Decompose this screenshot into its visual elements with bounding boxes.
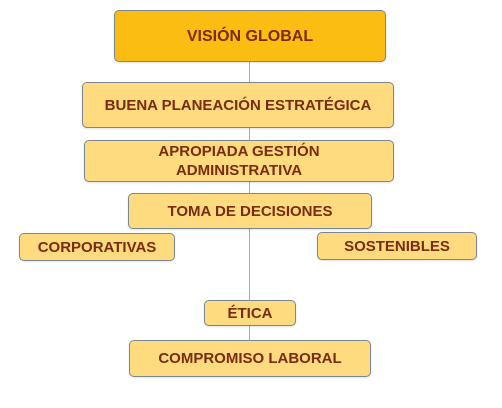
root-node-label: VISIÓN GLOBAL	[186, 27, 314, 45]
node-toma-decisiones: TOMA DE DECISIONES	[128, 193, 372, 229]
node-label: SOSTENIBLES	[344, 237, 450, 255]
node-label: APROPIADA GESTIÓN ADMINISTRATIVA	[158, 143, 320, 179]
node-sostenibles: SOSTENIBLES	[317, 232, 477, 260]
node-label: ÉTICA	[227, 304, 273, 322]
root-node-vision-global: VISIÓN GLOBAL	[114, 10, 386, 62]
node-corporativas: CORPORATIVAS	[19, 233, 175, 261]
node-etica: ÉTICA	[204, 300, 296, 326]
node-buena-planeacion: BUENA PLANEACIÓN ESTRATÉGICA	[82, 82, 394, 128]
node-compromiso-laboral: COMPROMISO LABORAL	[129, 340, 371, 377]
node-label: BUENA PLANEACIÓN ESTRATÉGICA	[104, 96, 372, 114]
node-label: TOMA DE DECISIONES	[167, 202, 333, 220]
node-label: COMPROMISO LABORAL	[158, 350, 342, 367]
node-label: CORPORATIVAS	[37, 238, 157, 256]
node-apropiada-gestion: APROPIADA GESTIÓN ADMINISTRATIVA	[84, 140, 394, 182]
